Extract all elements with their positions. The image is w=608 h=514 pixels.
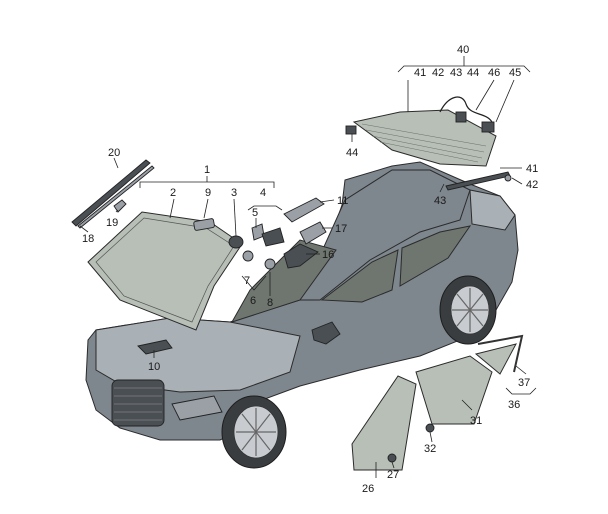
callout-27: 27 — [387, 469, 399, 481]
leader-lines — [79, 56, 537, 478]
callout-43-top: 43 — [450, 67, 462, 79]
callout-2: 2 — [170, 187, 176, 199]
part-9 — [193, 218, 215, 231]
callout-32: 32 — [424, 443, 436, 455]
part-27-bolt — [387, 453, 397, 463]
callout-44-left: 44 — [346, 147, 358, 159]
callout-labels: 1 2 3 4 5 6 7 8 9 10 11 16 17 18 19 20 2… — [82, 44, 538, 495]
callout-43-bottom: 43 — [434, 195, 446, 207]
part-17-cover — [299, 221, 327, 245]
callout-7: 7 — [244, 275, 250, 287]
rear-wheel — [439, 275, 497, 345]
callout-1: 1 — [204, 164, 210, 176]
callout-31: 31 — [470, 415, 482, 427]
callout-46: 46 — [488, 67, 500, 79]
car-body — [85, 161, 519, 469]
callout-6: 6 — [250, 295, 256, 307]
callout-17: 17 — [335, 223, 347, 235]
windshield-part — [87, 211, 243, 331]
callout-42-right: 42 — [526, 179, 538, 191]
front-wheel — [221, 395, 287, 469]
callout-40: 40 — [457, 44, 469, 56]
part-7 — [242, 250, 254, 262]
callout-16: 16 — [322, 249, 334, 261]
trim-strips — [71, 159, 155, 229]
callout-41-right: 41 — [526, 163, 538, 175]
part-37-seal — [477, 334, 524, 373]
door-glass-31 — [415, 355, 493, 425]
part-4-bracket — [261, 227, 285, 247]
callout-37: 37 — [518, 377, 530, 389]
callout-36: 36 — [508, 399, 520, 411]
door-glass-26 — [351, 375, 417, 471]
callout-45: 45 — [509, 67, 521, 79]
callout-19: 19 — [106, 217, 118, 229]
part-5 — [251, 223, 265, 241]
callout-20: 20 — [108, 147, 120, 159]
part-46-connector — [455, 111, 467, 123]
part-44-clip — [345, 125, 357, 135]
callout-11: 11 — [337, 195, 348, 207]
part-3 — [228, 235, 244, 249]
part-45-connector — [481, 121, 495, 133]
part-10-bracket — [137, 339, 173, 355]
callout-41-top: 41 — [414, 67, 426, 79]
callout-44-top: 44 — [467, 67, 479, 79]
callout-5: 5 — [252, 207, 258, 219]
part-32-bolt — [425, 423, 435, 433]
rear-window-part — [345, 96, 512, 191]
side-mirror — [311, 321, 341, 345]
callout-42-top: 42 — [432, 67, 444, 79]
part-8 — [264, 258, 276, 270]
callout-26: 26 — [362, 483, 374, 495]
callout-8: 8 — [267, 297, 273, 309]
front-grille — [111, 379, 165, 427]
quarter-glass-36 — [474, 343, 517, 375]
callout-3: 3 — [231, 187, 237, 199]
callout-9: 9 — [205, 187, 211, 199]
callout-4: 4 — [260, 187, 266, 199]
callout-18: 18 — [82, 233, 94, 245]
part-42-clip — [504, 174, 512, 182]
part-16-mount — [283, 243, 319, 269]
part-11-sensor — [283, 197, 325, 223]
part-19-clip — [113, 199, 127, 213]
headlight — [171, 395, 223, 421]
callout-10: 10 — [148, 361, 160, 373]
